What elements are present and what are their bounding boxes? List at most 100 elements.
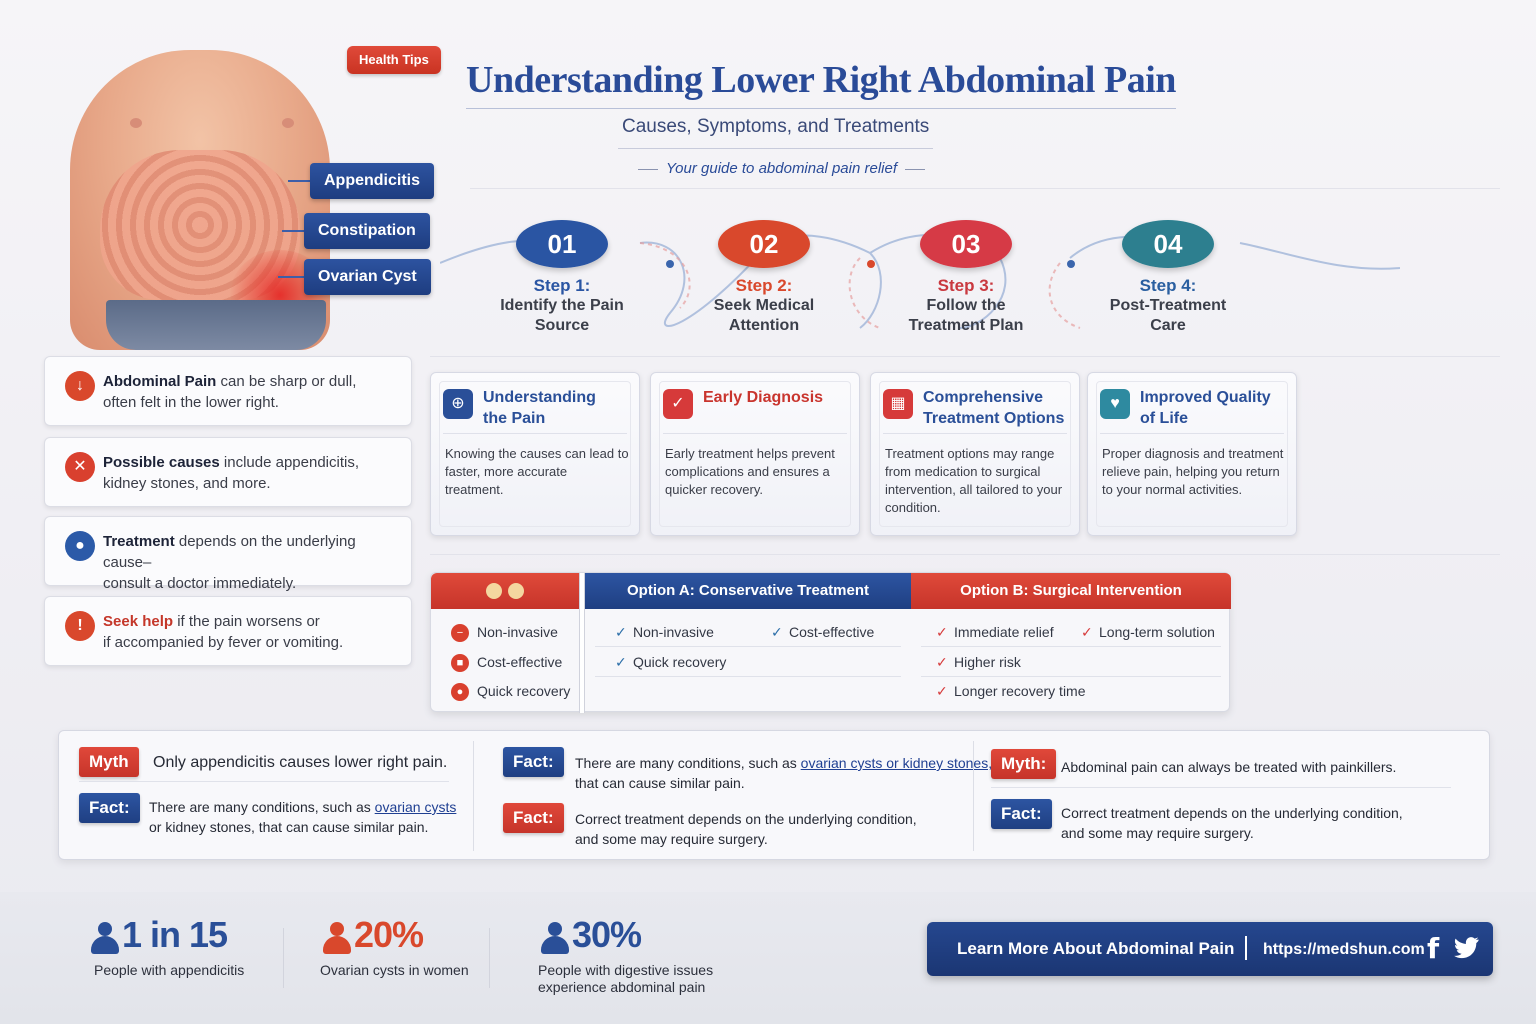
torso-detail: [130, 118, 142, 128]
wallet-icon: ■: [451, 654, 469, 673]
info-card-text: often felt in the lower right.: [103, 394, 279, 411]
callout-constipation: Constipation: [304, 213, 430, 249]
step-number-badge: 04: [1122, 220, 1214, 268]
grid-icon: ▦: [883, 389, 913, 419]
divider: [470, 188, 1500, 189]
fact-text: There are many conditions, such as ovari…: [149, 799, 457, 835]
pill-icon: ●: [65, 531, 95, 561]
learn-more-banner[interactable]: Learn More About Abdominal Pain https://…: [927, 922, 1493, 976]
step-description: Source: [534, 317, 590, 334]
info-card-bold: Possible causes: [103, 454, 220, 471]
card-frame: [659, 381, 851, 527]
step-description: Seek Medical: [713, 297, 815, 314]
facebook-icon[interactable]: f: [1427, 932, 1440, 965]
list-item: ■Cost-effective: [451, 654, 562, 673]
info-card-possible-causes: ✕ Possible causes include appendicitis, …: [44, 437, 412, 507]
checkbox-icon: ✓: [663, 389, 693, 419]
health-tips-badge: Health Tips: [347, 46, 441, 74]
column-divider: [579, 573, 585, 713]
divider: [1245, 936, 1247, 960]
column-divider: [473, 741, 474, 851]
divider: [595, 676, 901, 677]
window-dot: [486, 583, 502, 600]
alert-icon: !: [65, 611, 95, 641]
step-description: Treatment Plan: [908, 317, 1024, 334]
step-number-badge: 03: [920, 220, 1012, 268]
info-card-text: if the pain worsens or: [173, 613, 320, 630]
divider: [883, 433, 1067, 434]
minus-circle-icon: −: [451, 624, 469, 643]
page-title: Understanding Lower Right Abdominal Pain: [466, 58, 1176, 109]
list-item: ✓Non-invasive: [615, 624, 714, 640]
callout-ovarian-cyst: Ovarian Cyst: [304, 259, 431, 295]
myth-tag: Myth: [79, 747, 139, 777]
check-icon: ✓: [1081, 624, 1093, 640]
check-icon: ✓: [936, 683, 948, 699]
step-description: Post-Treatment: [1109, 297, 1227, 314]
step-number-badge: 02: [718, 220, 810, 268]
benefit-text: Treatment options may range from medicat…: [885, 446, 1063, 515]
divider: [443, 433, 627, 434]
callout-connector: [282, 230, 304, 232]
card-frame: [879, 381, 1071, 527]
website-url[interactable]: https://medshun.com: [1263, 941, 1425, 958]
callout-connector: [278, 276, 304, 278]
list-item: ✓Long-term solution: [1081, 624, 1215, 640]
fact-tag: Fact:: [503, 803, 564, 833]
page-subtitle: Causes, Symptoms, and Treatments: [618, 116, 934, 149]
learn-more-link[interactable]: Learn More About Abdominal Pain: [957, 939, 1235, 958]
step-description: Identify the Pain: [500, 297, 624, 314]
x-circle-icon: ✕: [65, 452, 95, 482]
person-icon: [320, 922, 354, 956]
fact-tag: Fact:: [991, 799, 1052, 829]
list-item: ✓Immediate relief: [936, 624, 1054, 640]
option-b-header: Option B: Surgical Intervention: [911, 573, 1231, 609]
step-4: 04 Step 4: Post-Treatment Care: [1068, 220, 1268, 336]
step-2: 02 Step 2: Seek Medical Attention: [664, 220, 864, 336]
benefit-text: Knowing the causes can lead to faster, m…: [445, 446, 629, 497]
jeans-shape: [106, 300, 326, 350]
info-card-abdominal-pain: ↓ Abdominal Pain can be sharp or dull, o…: [44, 356, 412, 426]
check-icon: ✓: [615, 624, 627, 640]
info-card-treatment: ● Treatment depends on the underlying ca…: [44, 516, 412, 592]
stat-appendicitis: 1 in 15 People with appendicitis: [88, 914, 244, 979]
torso-detail: [282, 118, 294, 128]
list-item: ✓Quick recovery: [615, 654, 727, 670]
divider: [489, 928, 490, 988]
step-1: 01 Step 1: Identify the Pain Source: [462, 220, 662, 336]
info-card-text: consult a doctor immediately.: [103, 575, 297, 592]
callout-connector: [288, 180, 310, 182]
fact-link[interactable]: ovarian cysts or kidney stones,: [800, 755, 993, 771]
fact-text: Correct treatment depends on the underly…: [575, 811, 917, 847]
column-divider: [973, 741, 974, 851]
stat-label: experience abdominal pain: [538, 979, 706, 995]
twitter-icon[interactable]: [1451, 932, 1481, 962]
info-card-text: if accompanied by fever or vomiting.: [103, 634, 344, 651]
location-pin-icon: ●: [451, 683, 469, 702]
info-card-text: include appendicitis,: [219, 454, 359, 471]
treatment-comparison: Option A: Conservative Treatment Option …: [430, 572, 1231, 713]
divider: [991, 787, 1451, 788]
info-card-text: can be sharp or dull,: [216, 373, 357, 390]
benefit-title: Early Diagnosis: [703, 389, 824, 406]
list-item: −Non-invasive: [451, 624, 558, 643]
info-card-bold: Treatment: [103, 533, 175, 550]
divider: [921, 676, 1221, 677]
divider: [430, 554, 1500, 555]
card-frame: [1096, 381, 1288, 527]
step-title: Step 1:: [533, 276, 591, 295]
person-icon: [538, 922, 572, 956]
check-icon: ✓: [771, 624, 783, 640]
myth-text: Only appendicitis causes lower right pai…: [153, 754, 448, 771]
option-a-header: Option A: Conservative Treatment: [585, 573, 911, 609]
info-card-bold: Abdominal Pain: [103, 373, 217, 390]
tagline: Your guide to abdominal pain relief: [630, 160, 933, 177]
fact-text: Correct treatment depends on the underly…: [1061, 805, 1403, 841]
target-icon: ⊕: [443, 389, 473, 419]
callout-appendicitis: Appendicitis: [310, 163, 435, 199]
